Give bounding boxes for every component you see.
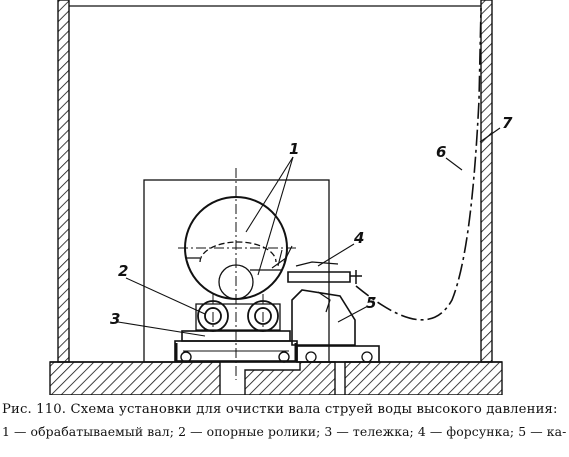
label-6: 6: [436, 143, 446, 161]
installation-schematic: 1 2 3 4 5 6 7: [49, 0, 513, 395]
label-3: 3: [110, 310, 120, 328]
label-2: 2: [118, 262, 128, 280]
pressure-hose: [355, 7, 482, 321]
label-1: 1: [289, 140, 299, 158]
nozzle-carriage: [271, 245, 380, 363]
center-axes: [178, 168, 298, 380]
figure-caption: Рис. 110. Схема установки для очистки ва…: [0, 398, 569, 457]
label-5: 5: [366, 294, 376, 312]
support-rollers: [195, 300, 281, 332]
floor-foundation: [49, 361, 503, 395]
label-7: 7: [502, 114, 513, 132]
label-4: 4: [353, 229, 364, 247]
caption-line-2: 1 — обрабатываемый вал; 2 — опорные роли…: [2, 424, 567, 439]
caption-line-1: Рис. 110. Схема установки для очистки ва…: [2, 402, 558, 417]
leader-lines: [117, 127, 501, 337]
